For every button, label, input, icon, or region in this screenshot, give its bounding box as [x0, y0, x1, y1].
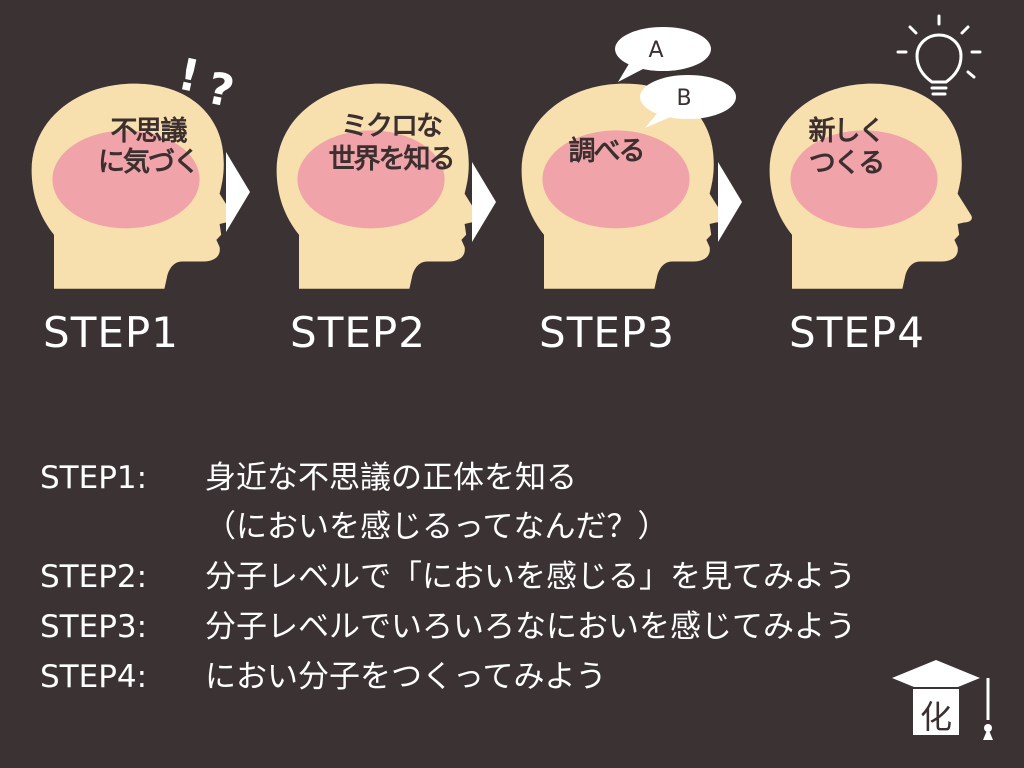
- step2-label: STEP2: [290, 308, 426, 357]
- logo-icon: 化: [892, 660, 993, 740]
- description-step1-text: 身近な不思議の正体を知る: [205, 460, 577, 496]
- description-step4-key: STEP4:: [40, 659, 148, 695]
- description-step1: STEP1: 身近な不思議の正体を知る: [40, 452, 577, 497]
- speech-bubble-a: A: [615, 27, 711, 82]
- bubble-a-label: A: [648, 38, 663, 63]
- description-step1-key: STEP1:: [40, 460, 148, 496]
- head-step4: 新しく つくる: [769, 83, 972, 289]
- step4-label: STEP4: [789, 308, 925, 357]
- step3-label: STEP3: [539, 308, 675, 357]
- description-step4: STEP4: におい分子をつくってみよう: [40, 651, 606, 696]
- description-step1-note-text: （においを感じるってなんだ？）: [205, 509, 669, 545]
- head-text-step3: 調べる: [569, 135, 644, 167]
- bubble-b-label: B: [676, 86, 691, 111]
- description-step2-text: 分子レベルで「においを感じる」を見てみよう: [205, 559, 856, 595]
- logo-character: 化: [920, 698, 952, 736]
- head-step2: ミクロな 世界を知る: [276, 83, 479, 289]
- arrow-1-to-2: [226, 152, 250, 232]
- description-step3: STEP3: 分子レベルでいろいろなにおいを感じてみよう: [40, 601, 856, 646]
- head-text-step1-line2: に気づく: [98, 146, 198, 178]
- question-mark: ?: [203, 63, 239, 118]
- description-step3-text: 分子レベルでいろいろなにおいを感じてみよう: [205, 609, 856, 645]
- head-text-step2-line1: ミクロな: [341, 111, 442, 142]
- lightbulb-icon: [896, 14, 982, 96]
- arrow-3-to-4: [718, 162, 742, 242]
- speech-bubble-b: B: [640, 75, 736, 128]
- description-step1-note: （においを感じるってなんだ？）: [40, 501, 668, 546]
- description-step2-key: STEP2:: [40, 559, 148, 595]
- step1-label: STEP1: [43, 308, 179, 357]
- head-text-step4-line2: つくる: [809, 148, 883, 179]
- exclamation-mark: !: [174, 49, 204, 103]
- arrow-2-to-3: [472, 162, 496, 242]
- description-step3-key: STEP3:: [40, 609, 148, 645]
- head-text-step4-line1: 新しく: [809, 115, 884, 147]
- description-step4-text: におい分子をつくってみよう: [205, 659, 607, 695]
- head-text-step2-line2: 世界を知る: [329, 144, 454, 175]
- head-step3: 調べる: [521, 83, 724, 289]
- description-step2: STEP2: 分子レベルで「においを感じる」を見てみよう: [40, 551, 856, 596]
- head-step1: 不思議 に気づく: [31, 83, 234, 289]
- head-text-step1-line1: 不思議: [111, 116, 188, 147]
